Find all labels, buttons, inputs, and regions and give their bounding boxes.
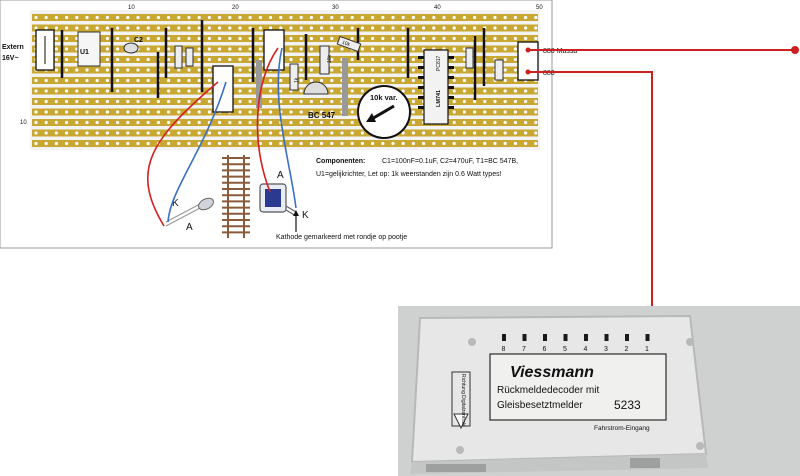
sensor-a-label: A: [277, 170, 284, 181]
copper-strip: [32, 77, 538, 84]
resistor-10k-b-label: 10k: [341, 40, 351, 49]
decoder-name-line2: Gleisbesetztmelder: [497, 400, 583, 411]
power-label-extern: Extern: [2, 44, 24, 51]
copper-strip: [32, 35, 538, 42]
led-component: [165, 197, 214, 227]
resistor-10k-a-label: 10k: [327, 54, 333, 63]
ruler-number-40: 40: [434, 5, 441, 11]
row-number-10: 10: [20, 120, 27, 126]
direction-arrow: [453, 413, 469, 430]
cathode-arrowhead: [293, 210, 299, 216]
copper-strip: [32, 14, 538, 21]
components-line-1: C1=100nF=0.1uF, C2=470uF, T1=BC 547B,: [382, 158, 518, 165]
copper-strip: [32, 119, 538, 126]
resistor-10k-b: [336, 35, 362, 53]
copper-strip: [32, 98, 538, 105]
resistor-1k-label: 1k: [294, 77, 300, 83]
decoder-side-label: Richtung Digitalzentrale: [460, 374, 466, 427]
power-label-voltage: 16V~: [2, 55, 19, 62]
copper-strip: [32, 129, 538, 137]
output-mass-label: 888 Massa: [543, 48, 577, 55]
decoder-box: [398, 306, 800, 476]
capacitor-label: C2: [134, 37, 143, 44]
wire-bridges: [60, 20, 486, 100]
grey-jumper-2: [342, 58, 348, 116]
decoder-port-number: 4: [584, 346, 588, 353]
ruler-number-50: 50: [536, 5, 543, 11]
resistor-10k-a: [319, 45, 330, 75]
ruler-number-20: 20: [232, 5, 239, 11]
decoder-led: [584, 334, 588, 341]
decoder-name-line1: Rückmeldedecoder mit: [497, 385, 599, 396]
decoder-led: [604, 334, 609, 341]
ic-label-top: PC817: [436, 55, 442, 71]
decoder-port-number: 3: [604, 346, 608, 353]
potentiometer-label: 10k var.: [370, 93, 398, 102]
output-connector: [517, 41, 539, 81]
decoder-wires: [528, 49, 795, 342]
decoder-port-numbers: 8 7 6 5 4 3 2 1: [502, 346, 650, 353]
decoder-port-number: 6: [543, 346, 547, 353]
mass-terminal: [791, 46, 799, 54]
decoder-brand: Viessmann: [510, 364, 594, 381]
transistor-bc547: [303, 81, 329, 95]
resistor-1k-right: [494, 59, 504, 81]
grey-jumper-1: [256, 60, 262, 108]
cathode-note: Kathode gemarkeerd met rondje op pootje: [276, 234, 407, 241]
decoder-port-number: 2: [625, 346, 629, 353]
rectifier-label: U1: [80, 49, 89, 56]
board-signal-point: [525, 69, 531, 75]
ic-pins: [418, 56, 454, 109]
led-k-label: K: [172, 198, 179, 209]
resistor-r2: [185, 47, 194, 67]
decoder-port-number: 1: [645, 346, 649, 353]
copper-strip: [32, 56, 538, 63]
decoder-led: [625, 334, 629, 341]
led-a-label: A: [186, 222, 193, 233]
component-wires: [147, 47, 297, 227]
decoder-led: [502, 334, 506, 341]
decoder-led: [563, 334, 568, 341]
copper-strip: [32, 24, 538, 32]
decoder-port-number: 5: [563, 346, 567, 353]
sensor-connector: [263, 29, 285, 71]
decoder-led: [645, 334, 650, 341]
ic-label-bottom: LM741: [436, 90, 442, 107]
components-title: Componenten:: [316, 158, 365, 165]
components-line-2: U1=gelijkrichter, Let op: 1k weerstanden…: [316, 171, 502, 178]
resistor-2k2: [465, 47, 474, 69]
resistor-r1: [174, 45, 183, 69]
resistor-1k: [289, 63, 299, 91]
decoder-led: [522, 334, 527, 341]
copper-strip: [32, 108, 538, 116]
potentiometer-arrow: [366, 113, 376, 122]
decoder-model: 5233: [614, 398, 641, 412]
ruler-number-30: 30: [332, 5, 339, 11]
decoder-port-number: 7: [522, 346, 526, 353]
rail-track: [222, 155, 250, 238]
output-signal-label: 888: [543, 70, 555, 77]
reed-sensor: [259, 183, 297, 217]
decoder-leds: [502, 334, 650, 341]
board-mass-point: [525, 47, 531, 53]
copper-strip: [32, 87, 538, 95]
sensor-k-label: K: [302, 210, 309, 221]
copper-strip: [32, 45, 538, 53]
decoder-led: [543, 334, 547, 341]
rectifier-u1: [77, 31, 101, 67]
decoder-port-number: 8: [502, 346, 506, 353]
transistor-label: BC 547: [308, 111, 336, 120]
capacitor-c2: [123, 42, 139, 54]
ruler-number-10: 10: [128, 5, 135, 11]
copper-strip: [32, 66, 538, 74]
decoder-input-label: Fahrstrom-Eingang: [594, 425, 650, 432]
ic-optocoupler-opamp: [423, 49, 449, 125]
